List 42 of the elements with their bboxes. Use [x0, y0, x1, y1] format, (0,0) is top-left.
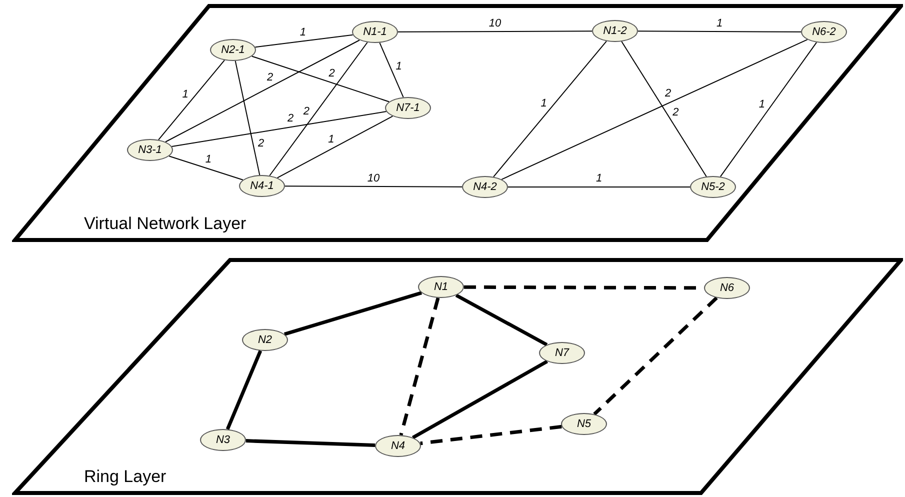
connector-line	[720, 42, 818, 178]
layer-title: Virtual Network Layer	[84, 212, 246, 234]
connector-line	[455, 294, 548, 346]
connector-line	[638, 30, 802, 32]
edge-label: 2	[286, 114, 295, 124]
layer-plane	[12, 258, 903, 495]
connector-line	[493, 40, 607, 178]
edge-label: 1	[181, 89, 190, 100]
edge-label: 10	[488, 18, 502, 29]
connector-line	[246, 439, 376, 447]
connector-line	[398, 30, 592, 32]
connector-line	[158, 60, 226, 140]
edge-label: 1	[394, 61, 403, 72]
connector-line	[399, 297, 440, 436]
edge-label: 1	[758, 99, 766, 110]
connector-line	[420, 424, 562, 446]
connector-line	[593, 296, 718, 416]
connector-line	[508, 186, 690, 188]
connector-line	[501, 39, 808, 180]
connector-line	[165, 40, 360, 142]
connector-line	[171, 111, 387, 147]
edge-label: 2	[266, 72, 274, 84]
edge-label: 2	[672, 107, 680, 118]
layer-title: Ring Layer	[84, 466, 166, 488]
connector-line	[269, 42, 368, 176]
connector-line	[379, 42, 404, 98]
connector-line	[168, 156, 244, 180]
connector-line	[276, 116, 394, 178]
edge-label: 1	[327, 134, 336, 146]
connector-line	[234, 60, 260, 176]
edge-label: 1	[540, 98, 548, 110]
edge-label: 2	[302, 106, 310, 118]
connector-line	[412, 360, 548, 440]
layer-plane	[12, 4, 903, 242]
connector-line	[621, 41, 707, 177]
connector-line	[284, 291, 422, 336]
connector-line	[284, 186, 462, 188]
connector-line	[251, 56, 390, 102]
edge-label: 2	[257, 138, 266, 150]
connector-line	[226, 350, 262, 430]
edge-label: 1	[594, 174, 604, 184]
connector-line	[254, 34, 354, 48]
